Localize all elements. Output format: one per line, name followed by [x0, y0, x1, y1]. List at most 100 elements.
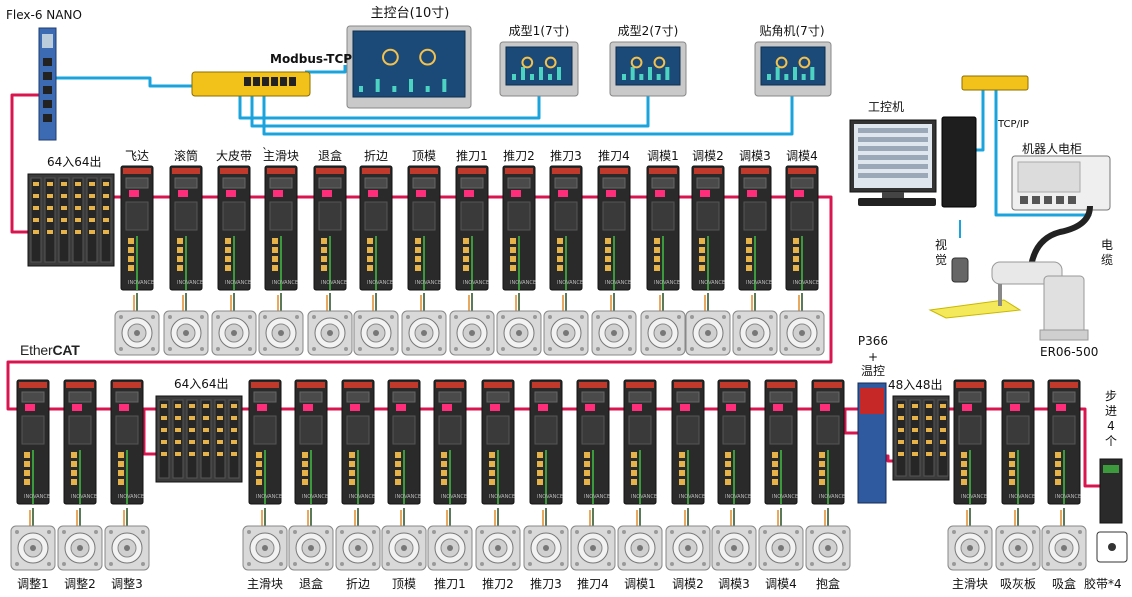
- row1-drive-8: INOVANCE: [455, 165, 489, 291]
- row2-mid-axis-label: 调模2: [672, 577, 704, 591]
- row2-mid-axis-label: 推刀1: [434, 577, 466, 591]
- row2-mid-motor-7: [523, 508, 569, 571]
- row2-mid-motor-13: [805, 508, 851, 571]
- row1-axis-label: 调模3: [739, 149, 771, 163]
- row2-mid-axis-label: 调模1: [624, 577, 656, 591]
- row1-motor-6: [353, 293, 399, 356]
- row2-right-motor-2: [995, 508, 1041, 571]
- svg-text:INOVANCE: INOVANCE: [537, 494, 563, 500]
- row1-drive-13: INOVANCE: [691, 165, 725, 291]
- row1-drive-9: INOVANCE: [502, 165, 536, 291]
- svg-text:INOVANCE: INOVANCE: [395, 494, 421, 500]
- svg-text:INOVANCE: INOVANCE: [793, 280, 819, 286]
- svg-text:INOVANCE: INOVANCE: [679, 494, 705, 500]
- row2-mid-motor-12: [758, 508, 804, 571]
- hmi-main-screen: [346, 25, 472, 109]
- network-switch: [191, 71, 311, 97]
- row2-mid-motor-10: [665, 508, 711, 571]
- ipc-label: 工控机: [868, 100, 905, 114]
- tcpip-label: TCP/IP: [998, 119, 1029, 130]
- switch-main-hmi-cable: [305, 65, 347, 74]
- row1-drive-12: INOVANCE: [646, 165, 680, 291]
- row2-right-axis-label: 吸灰板: [999, 577, 1037, 591]
- svg-text:INOVANCE: INOVANCE: [302, 494, 328, 500]
- svg-text:INOVANCE: INOVANCE: [24, 494, 50, 500]
- row2-mid-drive-5: INOVANCE: [433, 379, 467, 505]
- row1-axis-label: 调模2: [692, 149, 724, 163]
- svg-text:INOVANCE: INOVANCE: [128, 280, 154, 286]
- row2-mid-axis-label: 调模3: [718, 577, 750, 591]
- svg-text:INOVANCE: INOVANCE: [367, 280, 393, 286]
- row2-mid-drive-9: INOVANCE: [623, 379, 657, 505]
- row2-right-drive-2: INOVANCE: [1001, 379, 1035, 505]
- row2-mid-drive-7: INOVANCE: [529, 379, 563, 505]
- row2-left-axis-label: 调整1: [17, 577, 49, 591]
- stepper-driver: [1099, 458, 1123, 524]
- svg-text:INOVANCE: INOVANCE: [1009, 494, 1035, 500]
- svg-text:INOVANCE: INOVANCE: [272, 280, 298, 286]
- row1-axis-label: 调模4: [786, 149, 818, 163]
- svg-text:INOVANCE: INOVANCE: [415, 280, 441, 286]
- row2-mid-axis-label: 折边: [345, 577, 371, 591]
- row2-mid-drive-13: INOVANCE: [811, 379, 845, 505]
- row1-drive-5: INOVANCE: [313, 165, 347, 291]
- robot-cabinet: [1011, 155, 1111, 211]
- ethercat-label: EtherCAT: [20, 342, 80, 358]
- row1-drive-10: INOVANCE: [549, 165, 583, 291]
- robot-cabinet-label: 机器人电柜: [1022, 142, 1083, 156]
- row2-mid-axis-label: 主滑块: [246, 577, 284, 591]
- hmi-forming2-screen: [609, 41, 687, 97]
- row2-mid-drive-6: INOVANCE: [481, 379, 515, 505]
- row2-mid-drive-2: INOVANCE: [294, 379, 328, 505]
- controller-switch-cable: [46, 74, 195, 88]
- row2-mid-drive-4: INOVANCE: [387, 379, 421, 505]
- svg-text:INOVANCE: INOVANCE: [746, 280, 772, 286]
- io-top-label: 64入64出: [47, 155, 102, 169]
- svg-text:INOVANCE: INOVANCE: [654, 280, 680, 286]
- svg-text:INOVANCE: INOVANCE: [819, 494, 845, 500]
- row2-mid-motor-5: [427, 508, 473, 571]
- row2-mid-axis-label: 退盒: [298, 577, 324, 591]
- svg-text:INOVANCE: INOVANCE: [225, 280, 251, 286]
- row2-mid-axis-label: 调模4: [765, 577, 797, 591]
- svg-text:INOVANCE: INOVANCE: [177, 280, 203, 286]
- controller-label: Flex-6 NANO: [6, 8, 82, 22]
- row1-axis-label: 折边: [363, 149, 389, 163]
- row2-mid-drive-3: INOVANCE: [341, 379, 375, 505]
- row1-motor-2: [163, 293, 209, 356]
- row1-drive-4: INOVANCE: [264, 165, 298, 291]
- row1-drive-15: INOVANCE: [785, 165, 819, 291]
- row2-mid-motor-6: [475, 508, 521, 571]
- svg-text:INOVANCE: INOVANCE: [584, 494, 610, 500]
- row2-mid-motor-4: [381, 508, 427, 571]
- row2-left-axis-label: 调整3: [111, 577, 143, 591]
- row1-axis-label: 顶模: [411, 149, 437, 163]
- row2-right-motor-1: [947, 508, 993, 571]
- hmi-forming1-label: 成型1(7寸): [508, 24, 570, 38]
- stepper-label: 步进4个: [1104, 389, 1117, 448]
- row1-motor-9: [496, 293, 542, 356]
- stepper-motor: [1096, 531, 1128, 563]
- row1-axis-label: 主滑块: [262, 149, 300, 163]
- row2-mid-axis-label: 抱盒: [815, 577, 841, 591]
- row2-mid-drive-12: INOVANCE: [764, 379, 798, 505]
- svg-text:INOVANCE: INOVANCE: [510, 280, 536, 286]
- row1-motor-13: [685, 293, 731, 356]
- row1-drive-2: INOVANCE: [169, 165, 203, 291]
- scara-robot: [991, 205, 1093, 341]
- row2-mid-motor-1: [242, 508, 288, 571]
- row2-mid-drive-1: INOVANCE: [248, 379, 282, 505]
- row1-axis-label: 飞达: [124, 149, 150, 163]
- row2-mid-axis-label: 推刀4: [577, 577, 609, 591]
- row2-mid-axis-label: 推刀2: [482, 577, 514, 591]
- row2-left-motor-1: [10, 508, 56, 571]
- svg-text:INOVANCE: INOVANCE: [463, 280, 489, 286]
- hmi-corner-screen: [754, 41, 832, 97]
- row1-motor-14: [732, 293, 778, 356]
- row1-motor-12: [640, 293, 686, 356]
- row1-drive-3: INOVANCE: [217, 165, 251, 291]
- row2-mid-motor-9: [617, 508, 663, 571]
- row2-mid-drive-10: INOVANCE: [671, 379, 705, 505]
